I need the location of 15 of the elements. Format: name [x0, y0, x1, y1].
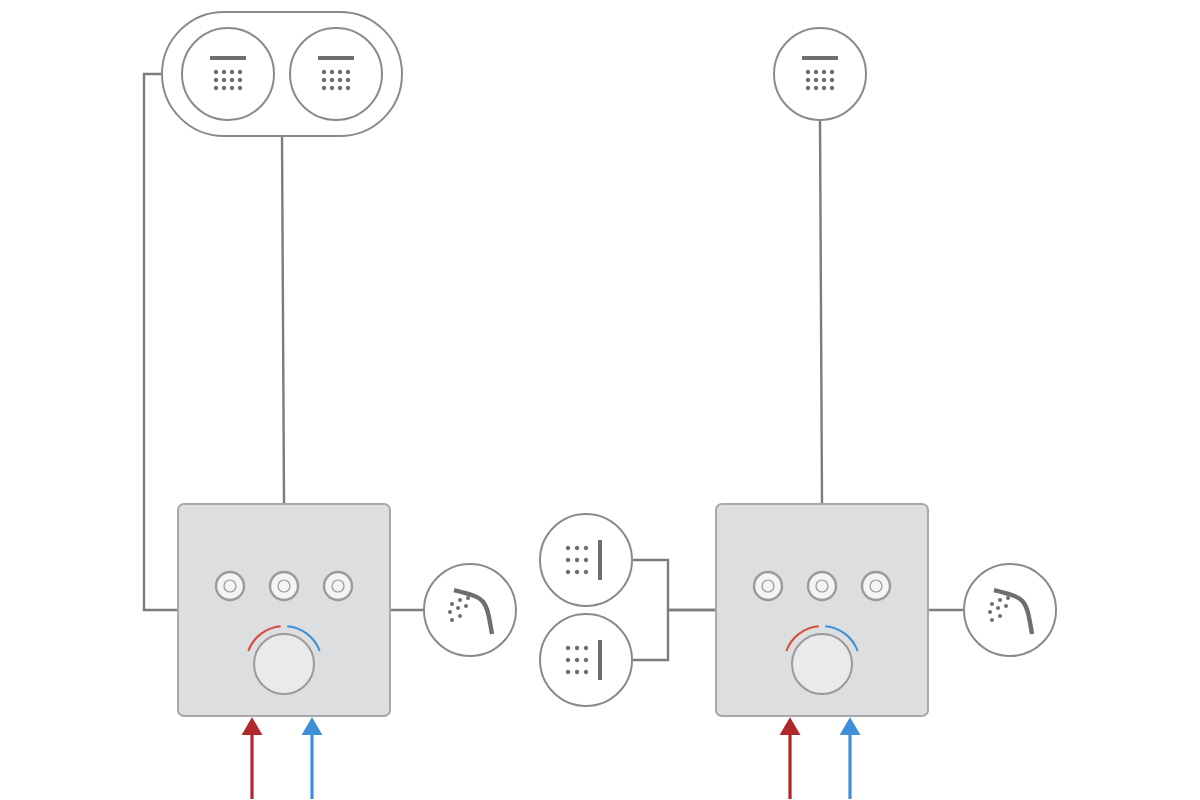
hand-shower-icon [423, 563, 517, 657]
body-jet-icon [539, 613, 633, 707]
thermostat-valve-drawing [177, 503, 391, 717]
pipe-line [633, 608, 715, 662]
overhead-shower-icon [289, 27, 383, 121]
pipe-line [818, 121, 824, 503]
overhead-shower-icon [773, 27, 867, 121]
pipe-line [391, 608, 423, 612]
overhead-shower-icon [181, 27, 275, 121]
hand-shower-icon [963, 563, 1057, 657]
pipe-line [280, 137, 286, 503]
body-jet-icon [539, 513, 633, 607]
pipe-line [142, 72, 177, 612]
thermostat-valve-drawing [715, 503, 929, 717]
pipe-line [929, 608, 963, 612]
